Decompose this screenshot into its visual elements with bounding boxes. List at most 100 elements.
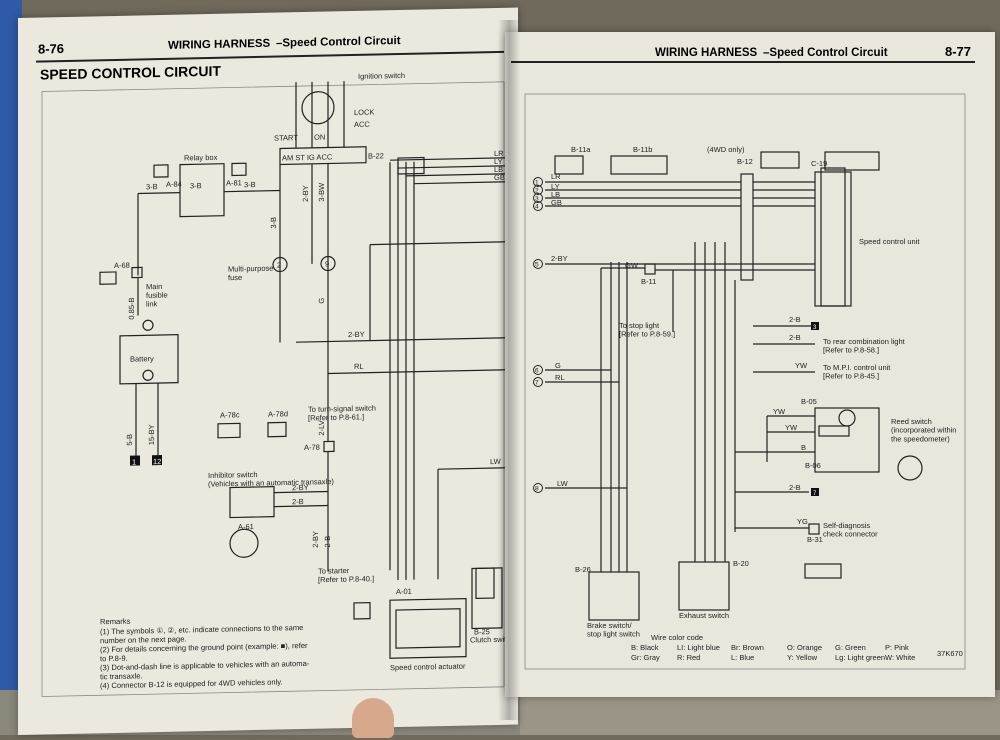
label-w-yw-2: YW [773, 407, 786, 416]
label-w-lr: LR [551, 172, 561, 181]
label-w-yw-1: YW [795, 361, 808, 370]
label-battery: Battery [130, 354, 154, 364]
circle-num-3: 3 [535, 196, 539, 203]
label-wire-g-v: G [317, 298, 326, 304]
label-4wd: (4WD only) [707, 145, 745, 154]
label-wire-gb: GB [494, 173, 505, 182]
label-sym2: 2 [277, 260, 281, 269]
color-code-item: W: White [885, 653, 915, 662]
circle-num-5: 5 [535, 262, 539, 269]
label-wire-ly: LY [494, 157, 503, 166]
label-sym9: 9 [325, 259, 329, 268]
thumb [352, 698, 394, 738]
label-w-2b-1: 2-B [789, 315, 801, 324]
label-b26: B-26 [575, 565, 591, 574]
label-turn-signal: To turn-signal switch[Refer to P.8-61.] [308, 404, 376, 423]
shelf-surface [520, 690, 1000, 735]
color-code-item: O: Orange [787, 643, 822, 652]
remarks-title: Remarks [100, 617, 131, 627]
label-wire-3b-1: 3-B [146, 182, 158, 191]
label-wire-2b-s: 2-B [323, 536, 332, 548]
label-a81: A-81 [226, 178, 242, 187]
label-b25: B-25 [474, 627, 490, 636]
right-page: WIRING HARNESS –Speed Control Circuit 8-… [505, 32, 995, 697]
color-code-item: Lg: Light green [835, 653, 885, 662]
label-w-yw-3: YW [785, 423, 798, 432]
right-wiring-diagram: WIRING HARNESS –Speed Control Circuit 8-… [511, 44, 975, 670]
left-wiring-diagram: 8-76 WIRING HARNESS –Speed Control Circu… [36, 35, 514, 697]
label-wire-lb: LB [494, 165, 503, 174]
label-exhaust: Exhaust switch [679, 611, 729, 620]
label-on: ON [314, 133, 325, 142]
label-w-gw: GW [625, 261, 639, 270]
left-header-subtitle: –Speed Control Circuit [276, 35, 401, 50]
label-lock: LOCK [354, 108, 374, 117]
label-brake-switch: Brake switch/stop light switch [587, 621, 640, 639]
label-terminals: AM ST IG ACC [282, 152, 333, 162]
label-clutch: Clutch switch [470, 635, 514, 645]
label-to-starter: To starter[Refer to P.8-40.] [318, 566, 374, 585]
label-wire-3b-2: 3-B [190, 181, 202, 190]
circle-num-2: 2 [535, 188, 539, 195]
label-b11b: B-11b [633, 145, 652, 154]
wire-color-code: Wire color code B: Black Gr: Gray LI: Li… [631, 633, 915, 662]
label-wire-2b-i: 2-B [292, 497, 304, 506]
label-rear-combo: To rear combination light[Refer to P.8-5… [823, 337, 906, 355]
label-relay-box: Relay box [184, 153, 218, 163]
label-wire-5b: 5-B [125, 434, 134, 446]
label-b12: B-12 [737, 157, 753, 166]
label-b31: B-31 [807, 535, 823, 544]
label-gnd12: 12 [153, 457, 161, 466]
label-wire-2by-v: 2-BY [301, 185, 310, 202]
label-wire-2by-s: 2-BY [311, 531, 320, 548]
label-start: START [274, 133, 298, 143]
remarks: Remarks (1) The symbols ①, ②, etc. indic… [100, 617, 310, 691]
label-inhibitor: Inhibitor switch(Vehicles with an automa… [208, 468, 334, 488]
remark-line: (2) For details concerning the ground po… [100, 641, 308, 654]
label-mpi: To M.P.I. control unit[Refer to P.8-45.] [823, 363, 891, 381]
label-b22: B-22 [368, 151, 384, 160]
label-a78: A-78 [304, 443, 320, 452]
label-wire-085b: 0.85-B [127, 297, 136, 319]
circle-num-7: 7 [535, 380, 539, 387]
blue-background [0, 0, 22, 735]
label-b11: B-11 [641, 277, 656, 286]
label-main-fusible: Mainfusiblelink [146, 282, 168, 309]
book-gutter-shadow [498, 20, 520, 720]
remark-line: (3) Dot-and-dash line is applicable to v… [100, 659, 310, 672]
label-wire-3b-v: 3-B [269, 217, 278, 229]
label-wire-lr: LR [494, 149, 504, 158]
right-header-title: WIRING HARNESS [655, 47, 758, 59]
label-c19: C-19 [811, 159, 827, 168]
label-w-ly: LY [551, 182, 560, 191]
remark-line: number on the next page. [100, 634, 187, 645]
label-w-2b-3: 2-B [789, 483, 801, 492]
label-multi-fuse: Multi-purposefuse [228, 264, 273, 283]
circle-num-4: 4 [535, 204, 539, 211]
color-code-item: Gr: Gray [631, 653, 660, 662]
circle-num-8: 8 [535, 486, 539, 493]
label-w-yg: YG [797, 517, 808, 526]
remark-line: to P.8-9. [100, 654, 128, 664]
left-header-title: WIRING HARNESS [168, 38, 271, 52]
left-page-number: 8-76 [38, 41, 64, 57]
label-b20: B-20 [733, 559, 749, 568]
label-wire-15by: 15-BY [147, 424, 156, 445]
label-gnd3: 3 [813, 325, 817, 331]
label-a84: A-84 [166, 180, 182, 189]
label-a78d: A-78d [268, 409, 288, 418]
label-a68: A-68 [114, 261, 130, 270]
label-w-gb: GB [551, 198, 562, 207]
circle-num-1: 1 [535, 180, 539, 187]
remark-line: tic transaxle. [100, 671, 143, 681]
label-wire-lw: LW [490, 457, 502, 466]
color-code-item: Br: Brown [731, 643, 764, 652]
label-a78c: A-78c [220, 410, 240, 419]
label-wire-2by-i: 2-BY [292, 483, 309, 492]
label-wire-2by-h: 2-BY [348, 330, 365, 339]
label-wire-3b-3: 3-B [244, 180, 256, 189]
right-header-subtitle: –Speed Control Circuit [763, 47, 888, 59]
label-wire-2lv: 2-LV [317, 420, 326, 435]
